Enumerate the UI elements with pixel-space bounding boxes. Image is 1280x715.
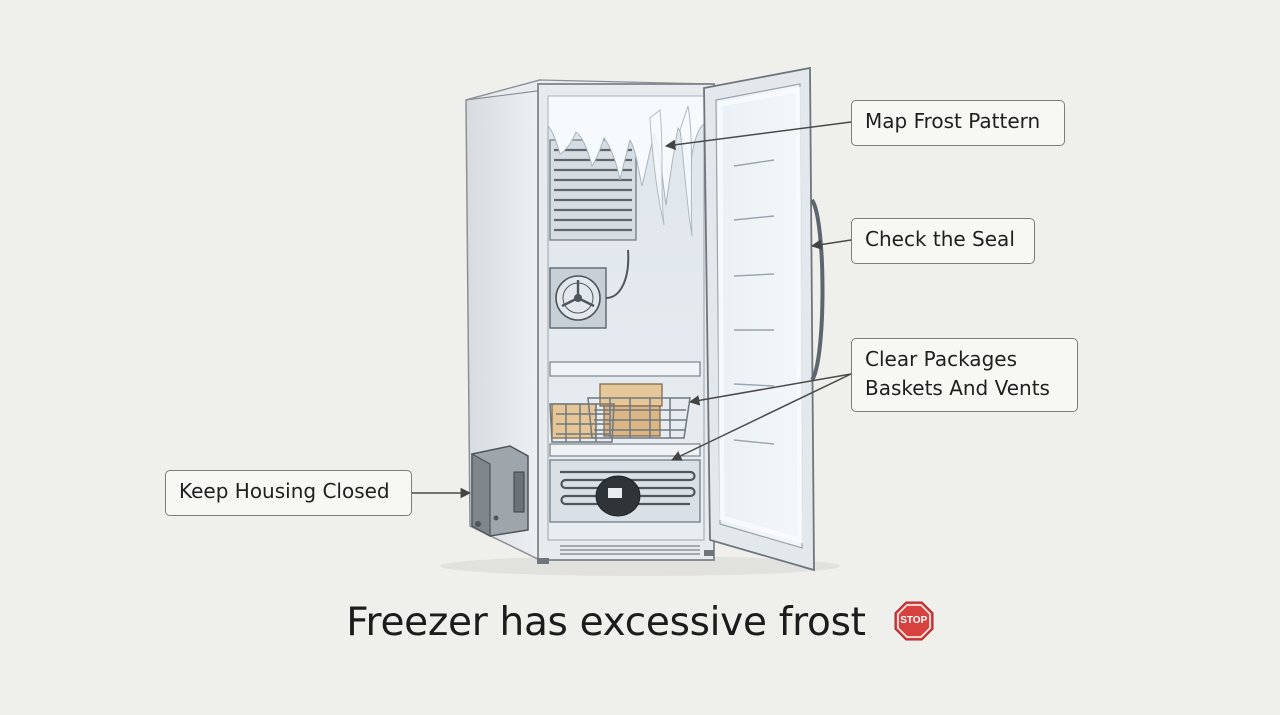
wire-baskets <box>549 397 691 443</box>
leader-seal <box>810 239 852 250</box>
lower-coils <box>549 459 701 523</box>
foot-right <box>704 550 714 556</box>
caption-title: Freezer has excessive frost <box>346 600 866 645</box>
shelf-lower <box>549 443 701 457</box>
frost-buildup <box>547 95 705 237</box>
caption: Freezer has excessive frost STOP <box>0 598 1280 645</box>
stop-sign-label: STOP <box>900 614 928 626</box>
shelf-upper <box>549 361 701 377</box>
callout-frost-label: Map Frost Pattern <box>865 109 1041 133</box>
leader-lines <box>412 121 852 499</box>
stop-sign-icon: STOP <box>894 601 934 641</box>
callout-seal-label: Check the Seal <box>865 227 1015 251</box>
evaporator-fan <box>549 249 630 329</box>
foot-left <box>537 558 549 564</box>
callout-check-the-seal: Check the Seal <box>851 218 1035 264</box>
electrical-housing <box>471 445 529 538</box>
freezer-door <box>703 66 825 572</box>
leader-packages-upper <box>688 373 852 406</box>
bottom-grille <box>560 545 700 555</box>
callout-keep-housing-closed: Keep Housing Closed <box>165 470 412 516</box>
callout-clear-packages: Clear Packages Baskets And Vents <box>851 338 1078 412</box>
leader-frost <box>664 121 852 150</box>
leader-packages-lower <box>671 373 852 461</box>
callout-map-frost-pattern: Map Frost Pattern <box>851 100 1065 146</box>
callout-packages-line2: Baskets And Vents <box>865 376 1050 400</box>
callout-packages-line1: Clear Packages <box>865 347 1017 371</box>
callout-housing-label: Keep Housing Closed <box>179 479 390 503</box>
